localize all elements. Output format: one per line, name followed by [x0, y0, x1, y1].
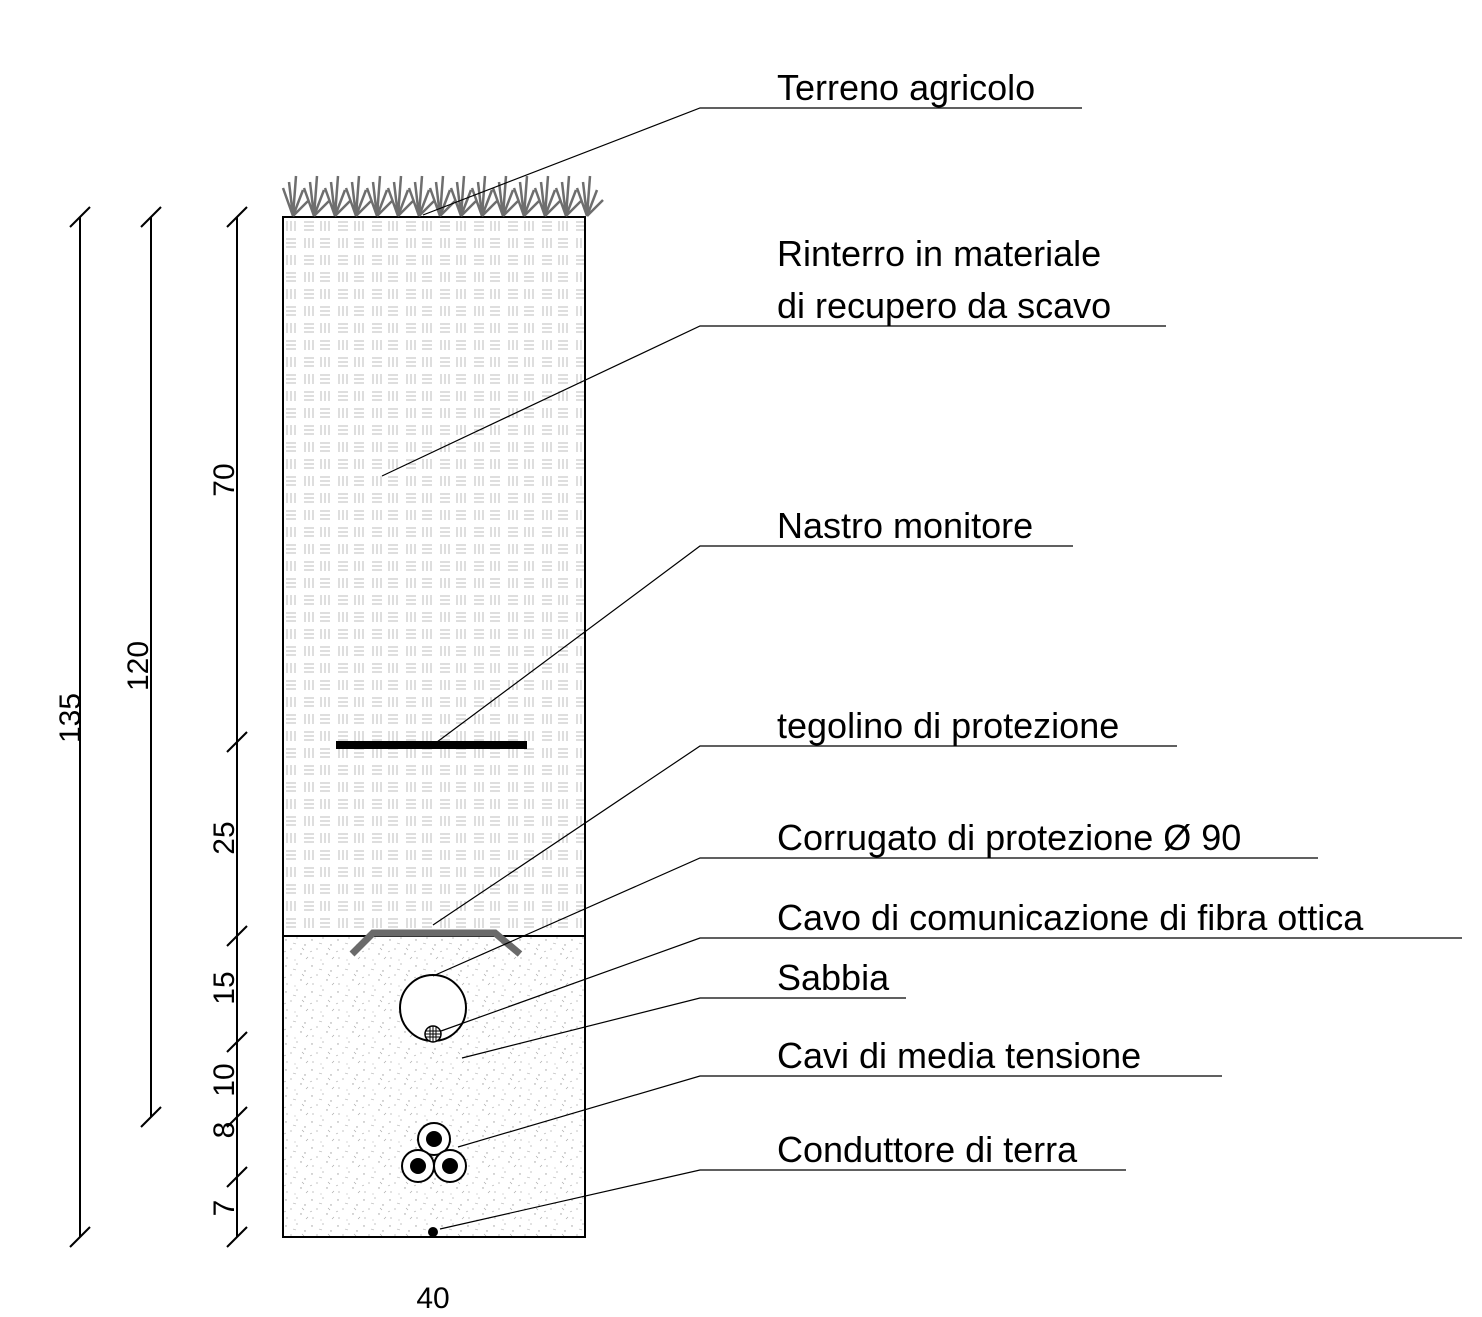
label-conduttore: Conduttore di terra	[777, 1129, 1078, 1170]
label-terreno: Terreno agricolo	[777, 67, 1035, 108]
leader-lines	[381, 107, 1462, 1230]
dim-tile-to-duct: 15	[208, 971, 241, 1004]
leader-tegolino	[432, 745, 1177, 926]
dim-cables-depth: 120	[122, 641, 155, 691]
dim-cables: 8	[208, 1122, 241, 1139]
label-fibra: Cavo di comunicazione di fibra ottica	[777, 897, 1364, 938]
dim-duct-to-cables: 10	[208, 1063, 241, 1096]
backfill-layer	[283, 217, 585, 936]
leader-fibra	[440, 937, 1462, 1032]
ground-conductor	[428, 1227, 438, 1237]
leader-sabbia	[461, 997, 906, 1059]
fiber-optic-cable-hatch	[425, 1026, 441, 1042]
leader-corrugato	[432, 857, 1318, 977]
trench-outline	[282, 216, 586, 1238]
label-rinterro-2: di recupero da scavo	[777, 285, 1111, 326]
label-nastro: Nastro monitore	[777, 505, 1033, 546]
leader-nastro	[432, 545, 1073, 746]
label-corrugato: Corrugato di protezione Ø 90	[777, 817, 1241, 858]
dim-ground: 7	[208, 1200, 241, 1217]
dim-tape-to-tile: 25	[208, 821, 241, 854]
label-rinterro-1: Rinterro in materiale	[777, 233, 1101, 274]
mv-cables	[401, 1122, 467, 1183]
leader-rinterro	[381, 325, 1166, 477]
leader-terreno	[422, 107, 1082, 216]
label-sabbia: Sabbia	[777, 957, 890, 998]
grass-icon	[281, 175, 604, 217]
leader-cavi	[457, 1075, 1222, 1148]
dim-width: 40	[416, 1282, 449, 1312]
label-tegolino: tegolino di protezione	[777, 705, 1119, 746]
leader-conduttore	[439, 1169, 1126, 1230]
label-cavi-mt: Cavi di media tensione	[777, 1035, 1141, 1076]
dim-total: 135	[54, 693, 87, 743]
grass-blades	[281, 175, 604, 217]
dimension-lines	[69, 206, 248, 1248]
dim-backfill: 70	[208, 463, 241, 496]
